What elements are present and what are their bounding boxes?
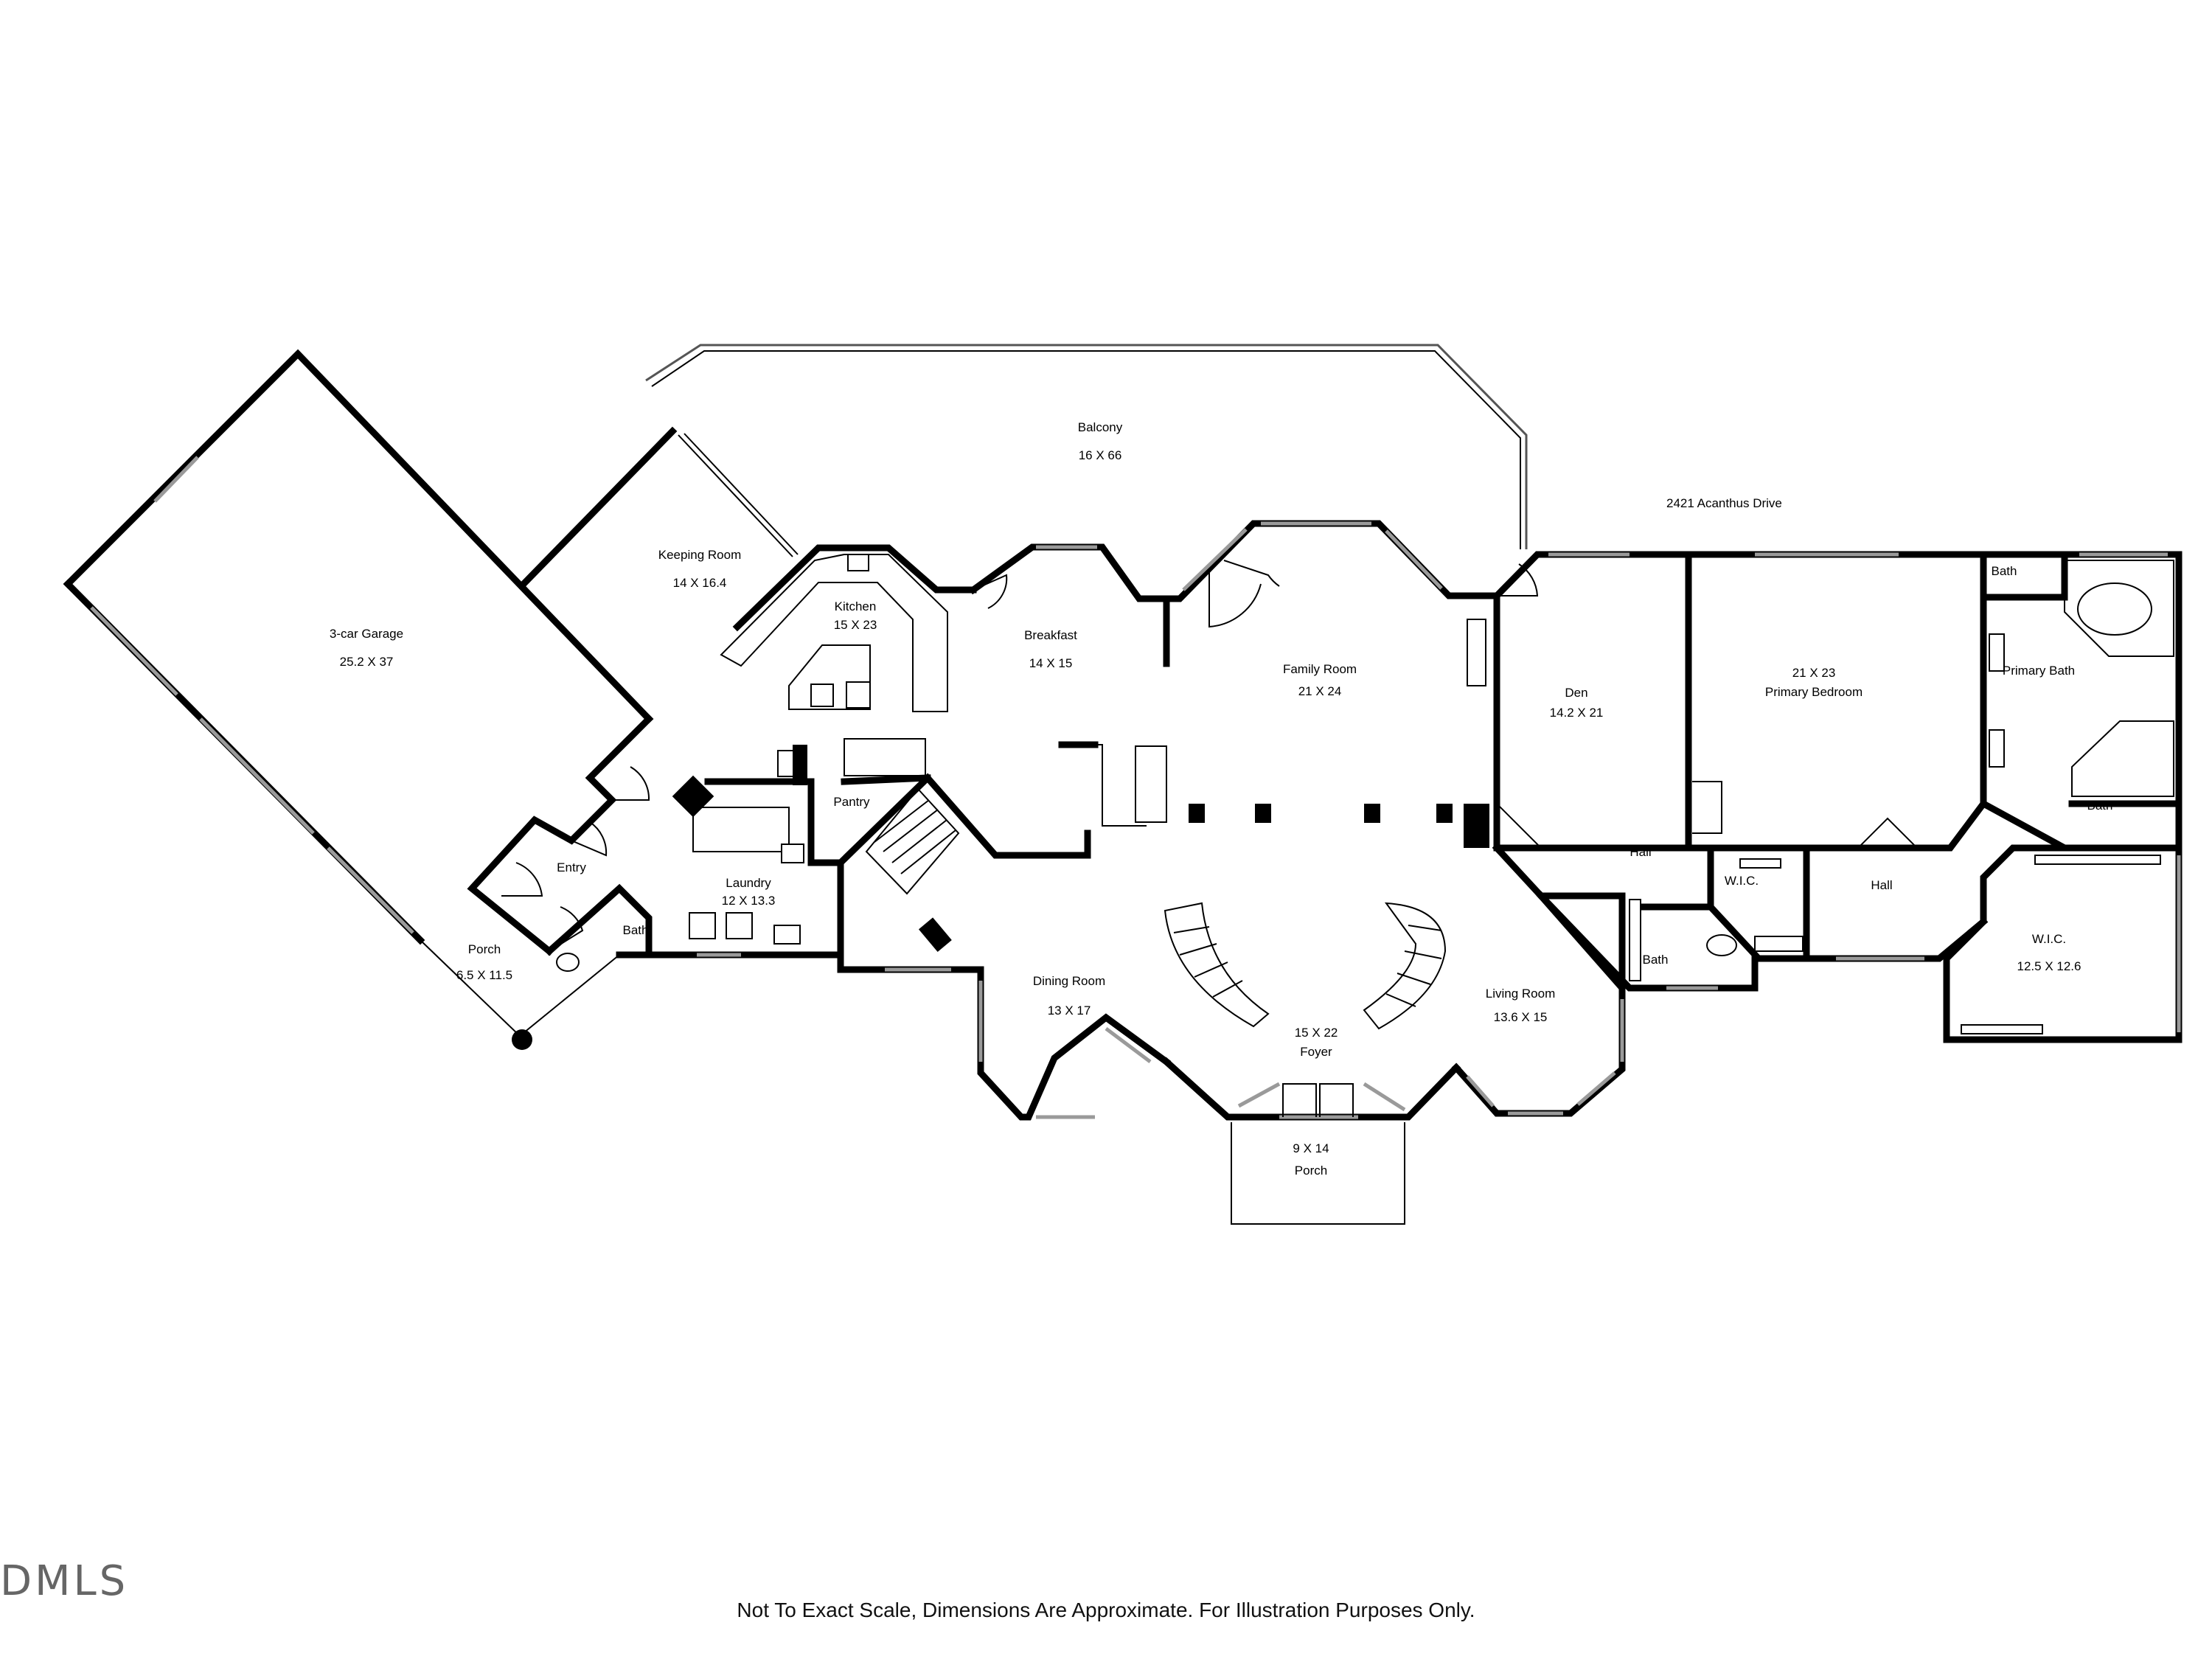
disclaimer-text: Not To Exact Scale, Dimensions Are Appro…	[737, 1599, 1475, 1621]
primary-bedroom-name: Primary Bedroom	[1765, 685, 1863, 699]
living-room-name: Living Room	[1486, 987, 1556, 1001]
dining-room-dims: 13 X 17	[1048, 1004, 1091, 1018]
room-labels: 2421 Acanthus Drive Balcony 16 X 66 3-ca…	[330, 420, 2113, 1178]
foyer-name: Foyer	[1300, 1045, 1332, 1059]
garage-name: 3-car Garage	[330, 627, 403, 641]
hall-center-name: Hall	[1630, 845, 1651, 859]
front-porch-dims: 9 X 14	[1293, 1141, 1329, 1155]
pantry-name: Pantry	[833, 795, 870, 809]
den-name: Den	[1565, 686, 1587, 700]
address-label: 2421 Acanthus Drive	[1666, 496, 1782, 510]
primary-wic-name: W.I.C.	[2032, 932, 2066, 946]
living-room-walls	[1451, 891, 1626, 1117]
breakfast-name: Breakfast	[1024, 628, 1077, 642]
center-hall-walls	[1492, 843, 1810, 992]
dining-room-name: Dining Room	[1033, 974, 1105, 988]
breakfast-walls	[968, 543, 1170, 827]
laundry-walls	[616, 775, 844, 959]
kitchen-dims: 15 X 23	[834, 618, 877, 632]
primary-wic-dims: 12.5 X 12.6	[2017, 959, 2081, 973]
garage-walls	[63, 349, 654, 945]
balcony-name: Balcony	[1078, 420, 1123, 434]
bath-left-name: Bath	[623, 923, 649, 937]
bath-small-name: Bath	[2087, 799, 2113, 813]
family-room-dims: 21 X 24	[1298, 684, 1342, 698]
bath-hall-name: Bath	[1643, 953, 1669, 967]
pantry-walls	[777, 738, 1091, 973]
breakfast-dims: 14 X 15	[1029, 656, 1073, 670]
entry-name: Entry	[557, 860, 586, 874]
hall-right-walls	[1803, 844, 1989, 962]
kitchen-name: Kitchen	[835, 599, 877, 613]
primary-bedroom-walls	[1685, 551, 1987, 852]
primary-bath-name: Primary Bath	[2003, 664, 2075, 678]
wic-small-name: W.I.C.	[1725, 874, 1759, 888]
foyer-dims: 15 X 22	[1295, 1026, 1338, 1040]
den-dims: 14.2 X 21	[1550, 706, 1604, 720]
keeping-room-name: Keeping Room	[658, 548, 741, 562]
front-porch-name: Porch	[1295, 1164, 1327, 1178]
hall-right-name: Hall	[1871, 878, 1892, 892]
living-room-dims: 13.6 X 15	[1494, 1010, 1548, 1024]
foyer-walls	[1161, 902, 1461, 1121]
side-porch-name: Porch	[468, 942, 501, 956]
laundry-name: Laundry	[726, 876, 771, 890]
side-porch-dims: 6.5 X 11.5	[456, 968, 512, 982]
entry-walls	[420, 714, 654, 1050]
garage-dims: 25.2 X 37	[340, 655, 394, 669]
primary-bedroom-dims: 21 X 23	[1792, 666, 1836, 680]
primary-bath-walls	[1978, 551, 2183, 852]
dining-room-walls	[837, 966, 1172, 1121]
laundry-dims: 12 X 13.3	[722, 894, 776, 908]
kitchen-walls	[720, 544, 977, 712]
balcony-outline	[645, 344, 1528, 549]
dmls-watermark: DMLS	[0, 1557, 129, 1605]
balcony-dims: 16 X 66	[1079, 448, 1122, 462]
den-walls	[1492, 551, 1692, 852]
keeping-room-walls	[520, 426, 799, 588]
bath-top-name: Bath	[1992, 564, 2017, 578]
family-room-name: Family Room	[1283, 662, 1357, 676]
keeping-room-dims: 14 X 16.4	[673, 576, 727, 590]
front-porch-walls	[1231, 1122, 1405, 1225]
